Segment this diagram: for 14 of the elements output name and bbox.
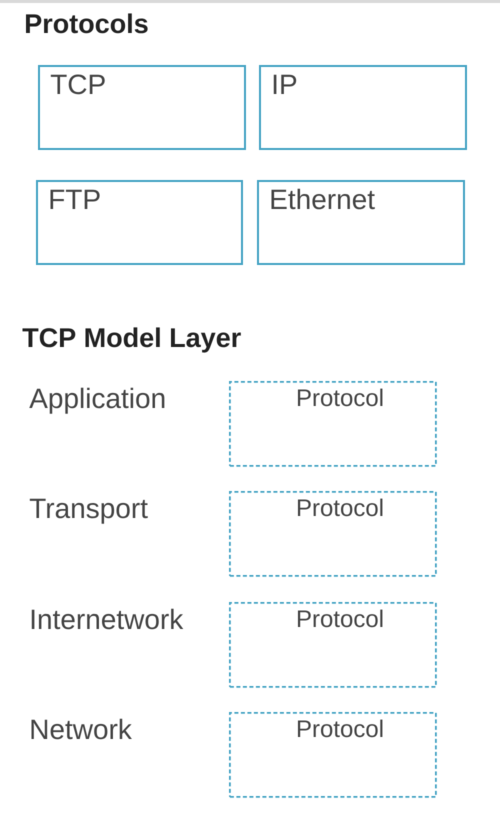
layer-label: Transport [30,498,148,524]
drop-target-box: Protocol [229,602,437,688]
protocol-card: IP [259,65,467,150]
protocol-card: TCP [38,65,246,150]
layer-label: Application [29,388,164,414]
section-heading: Protocols [26,13,148,34]
section-heading: TCP Model Layer [22,327,241,353]
drop-target-box: Protocol [229,381,437,467]
layer-label: Network [32,718,132,740]
protocol-card: FTP [36,180,243,265]
drop-target-box: Protocol [229,712,437,798]
layer-label: Internetwork [32,608,184,630]
protocol-card: Ethernet [257,180,465,265]
drop-target-box: Protocol [229,491,437,577]
